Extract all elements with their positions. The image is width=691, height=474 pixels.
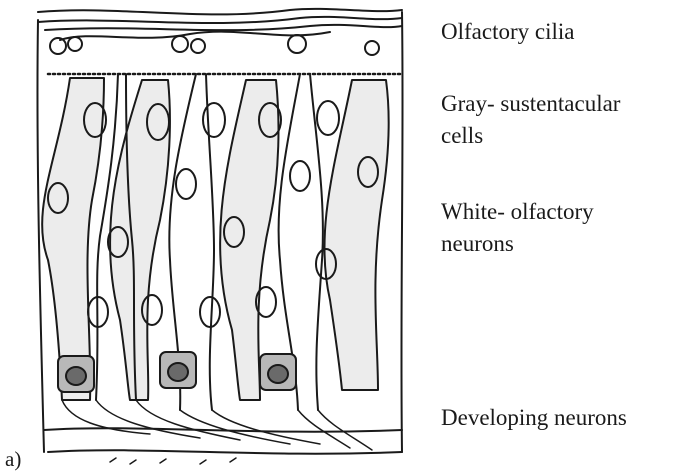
label-developing-neurons: Developing neurons <box>441 402 627 434</box>
label-sustentacular-cells-line2: cells <box>441 120 483 152</box>
label-olfactory-neurons-line1: White- olfactory <box>441 196 594 228</box>
olfactory-epithelium-drawing <box>0 0 420 474</box>
panel-letter: a) <box>5 446 21 472</box>
developing-neurons <box>58 352 296 392</box>
cilia-layer <box>38 9 402 40</box>
label-olfactory-cilia: Olfactory cilia <box>441 16 574 48</box>
olfactory-knobs <box>50 35 379 55</box>
label-sustentacular-cells-line1: Gray- sustentacular <box>441 88 620 120</box>
axon-bundle <box>62 400 372 450</box>
label-olfactory-neurons-line2: neurons <box>441 228 514 260</box>
